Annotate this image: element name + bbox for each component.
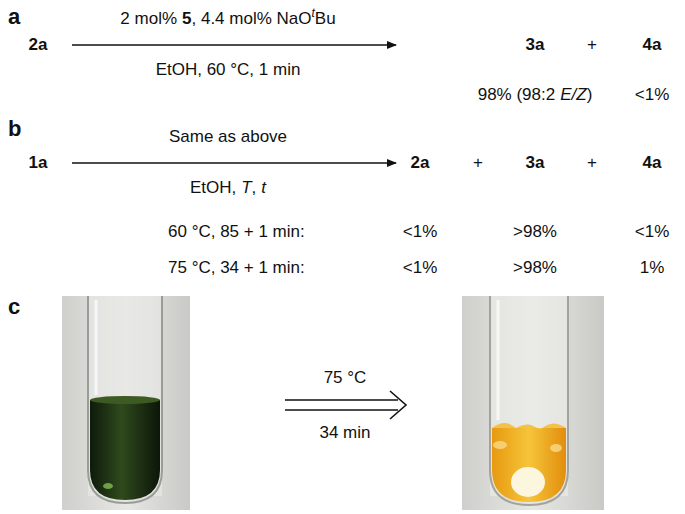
text-group: + <box>473 153 483 173</box>
text-group: 34 min <box>319 423 370 443</box>
condition-text: T <box>241 178 251 197</box>
condition-text: 34 min <box>319 423 370 442</box>
double-arrow <box>285 391 406 419</box>
condition-text: EtOH, <box>190 178 236 197</box>
text-group: 2a <box>411 153 430 173</box>
yield-value: ) <box>587 85 593 104</box>
text-group: 1% <box>640 258 665 278</box>
compound-label: 3a <box>526 35 545 54</box>
text-group: c <box>8 294 20 320</box>
text-group: 2a <box>29 35 48 55</box>
reagent-text: Bu <box>315 9 336 28</box>
text-group: EtOH, 60 °C, 1 min <box>156 60 301 80</box>
text-group: 98% (98:2E/Z) <box>478 85 593 105</box>
compound-label: 2a <box>29 35 48 54</box>
condition-text: 75 °C <box>324 368 367 387</box>
text-group: 3a <box>526 153 545 173</box>
text-group: Same as above <box>169 127 287 147</box>
yield-value: <1% <box>403 258 438 277</box>
yield-value: <1% <box>635 222 670 241</box>
reaction-arrow <box>72 44 396 46</box>
condition-text: 60 °C, 85 + 1 min: <box>168 222 305 241</box>
text-group: + <box>587 35 597 55</box>
condition-text: EtOH, 60 °C, 1 min <box>156 60 301 79</box>
condition-text: , <box>252 178 257 197</box>
compound-label: 5 <box>182 9 191 28</box>
condition-text: 75 °C, 34 + 1 min: <box>168 258 305 277</box>
text-group: 3a <box>526 35 545 55</box>
panel-letter: a <box>8 4 20 29</box>
reagent-text: 2 mol% <box>120 9 177 28</box>
yield-value: >98% <box>513 222 557 241</box>
text-group: >98% <box>513 222 557 242</box>
compound-label: 3a <box>526 153 545 172</box>
reaction-arrow <box>72 162 396 164</box>
yield-value: <1% <box>403 222 438 241</box>
yield-value: <1% <box>635 85 670 104</box>
panel-letter: c <box>8 294 20 319</box>
yield-value: 1% <box>640 258 665 277</box>
compound-label: 1a <box>29 153 48 172</box>
panel-letter: b <box>8 116 21 141</box>
text-group: >98% <box>513 258 557 278</box>
test-tube-photo <box>462 296 604 510</box>
text-group: + <box>587 153 597 173</box>
condition-text: t <box>261 178 266 197</box>
compound-label: 4a <box>643 153 662 172</box>
compound-label: 4a <box>643 35 662 54</box>
text-group: 60 °C, 85 + 1 min: <box>168 222 305 242</box>
text-group: 75 °C, 34 + 1 min: <box>168 258 305 278</box>
text-group: <1% <box>403 222 438 242</box>
text-group: 4a <box>643 35 662 55</box>
text-group: 2 mol% 5, 4.4 mol% NaOtBu <box>120 6 335 29</box>
yield-value: E/Z <box>560 85 586 104</box>
yield-value: >98% <box>513 258 557 277</box>
text-group: b <box>8 116 21 142</box>
compound-label: 2a <box>411 153 430 172</box>
reagent-text: , 4.4 mol% NaO <box>192 9 312 28</box>
text-group: <1% <box>635 85 670 105</box>
text-group: a <box>8 4 20 30</box>
reagent-text: t <box>312 6 315 20</box>
yield-value: 98% (98:2 <box>478 85 556 104</box>
text-group: <1% <box>635 222 670 242</box>
condition-text: Same as above <box>169 127 287 146</box>
text-group: 1a <box>29 153 48 173</box>
plus-sign: + <box>473 153 483 172</box>
text-group: EtOH, T,t <box>190 178 266 198</box>
test-tube-photo <box>62 296 190 510</box>
text-group: 4a <box>643 153 662 173</box>
plus-sign: + <box>587 153 597 172</box>
text-group: <1% <box>403 258 438 278</box>
text-group: 75 °C <box>324 368 367 388</box>
plus-sign: + <box>587 35 597 54</box>
